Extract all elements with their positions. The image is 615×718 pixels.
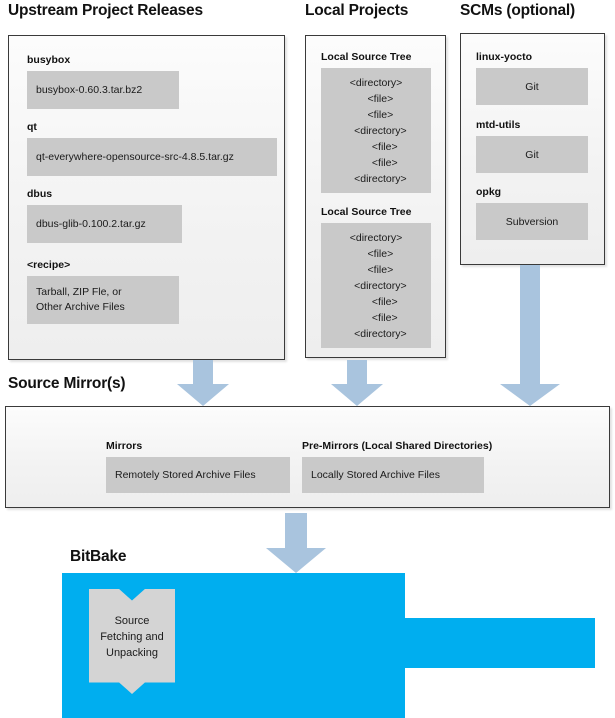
upstream-panel: busybox busybox-0.60.3.tar.bz2 qt qt-eve… xyxy=(8,35,285,360)
local-source-tree-1: <directory> <file> <file> <directory> <f… xyxy=(321,68,431,193)
source-mirror-panel: Mirrors Remotely Stored Archive Files Pr… xyxy=(5,406,610,508)
local-projects-panel: Local Source Tree <directory> <file> <fi… xyxy=(305,35,446,358)
upstream-item-recipe-line2: Other Archive Files xyxy=(36,301,125,313)
source-mirror-title: Source Mirror(s) xyxy=(8,375,126,392)
scms-column-title: SCMs (optional) xyxy=(460,2,575,19)
mirror-group-label-mirrors: Mirrors xyxy=(106,440,143,452)
tree-line: <file> xyxy=(354,295,398,308)
upstream-column-title: Upstream Project Releases xyxy=(8,2,203,19)
scms-item-mtd-utils: Git xyxy=(476,136,588,173)
mirror-group-label-pre-mirrors: Pre-Mirrors (Local Shared Directories) xyxy=(302,440,493,452)
tree-line: <file> xyxy=(358,247,394,260)
tree-line: <file> xyxy=(358,92,394,105)
callout-line2: Fetching and xyxy=(100,630,164,643)
arrow-scms-to-mirror xyxy=(500,265,560,406)
bitbake-arm-shape xyxy=(405,618,595,668)
mirror-item-remote-archives: Remotely Stored Archive Files xyxy=(106,457,290,493)
upstream-item-busybox: busybox-0.60.3.tar.bz2 xyxy=(27,71,179,109)
scms-item-opkg: Subversion xyxy=(476,203,588,240)
upstream-item-recipe: Tarball, ZIP Fle, or Other Archive Files xyxy=(27,276,179,324)
local-source-tree-2: <directory> <file> <file> <directory> <f… xyxy=(321,223,431,348)
tree-line: <file> xyxy=(354,140,398,153)
upstream-group-label-qt: qt xyxy=(27,121,37,133)
local-projects-group-label-1: Local Source Tree xyxy=(321,51,412,63)
tree-line: <directory> xyxy=(349,231,403,244)
tree-line: <file> xyxy=(354,311,398,324)
tree-line: <file> xyxy=(354,156,398,169)
arrow-local-projects-to-mirror xyxy=(331,360,383,406)
tree-line: <directory> xyxy=(345,327,407,340)
tree-line: <directory> xyxy=(349,76,403,89)
arrow-mirror-to-bitbake xyxy=(266,513,326,573)
callout-line1: Source xyxy=(114,614,150,627)
mirror-item-local-archives: Locally Stored Archive Files xyxy=(302,457,484,493)
bitbake-source-fetching-callout: Source Fetching and Unpacking xyxy=(89,589,175,694)
upstream-item-dbus: dbus-glib-0.100.2.tar.gz xyxy=(27,205,182,243)
bitbake-title: BitBake xyxy=(70,548,127,565)
upstream-item-recipe-line1: Tarball, ZIP Fle, or xyxy=(36,286,122,298)
arrow-upstream-to-mirror xyxy=(177,360,229,406)
scms-group-label-linux-yocto: linux-yocto xyxy=(476,51,533,63)
local-projects-group-label-2: Local Source Tree xyxy=(321,206,412,218)
upstream-group-label-dbus: dbus xyxy=(27,188,53,200)
tree-line: <file> xyxy=(358,108,394,121)
upstream-group-label-busybox: busybox xyxy=(27,54,71,66)
local-projects-column-title: Local Projects xyxy=(305,2,409,19)
scms-panel: linux-yocto Git mtd-utils Git opkg Subve… xyxy=(460,33,605,265)
scms-group-label-mtd-utils: mtd-utils xyxy=(476,119,521,131)
tree-line: <directory> xyxy=(345,172,407,185)
scms-item-linux-yocto: Git xyxy=(476,68,588,105)
tree-line: <directory> xyxy=(345,124,407,137)
callout-line3: Unpacking xyxy=(106,646,158,659)
tree-line: <directory> xyxy=(345,279,407,292)
scms-group-label-opkg: opkg xyxy=(476,186,502,198)
upstream-item-qt: qt-everywhere-opensource-src-4.8.5.tar.g… xyxy=(27,138,277,176)
tree-line: <file> xyxy=(358,263,394,276)
upstream-group-label-recipe: <recipe> xyxy=(27,259,71,271)
